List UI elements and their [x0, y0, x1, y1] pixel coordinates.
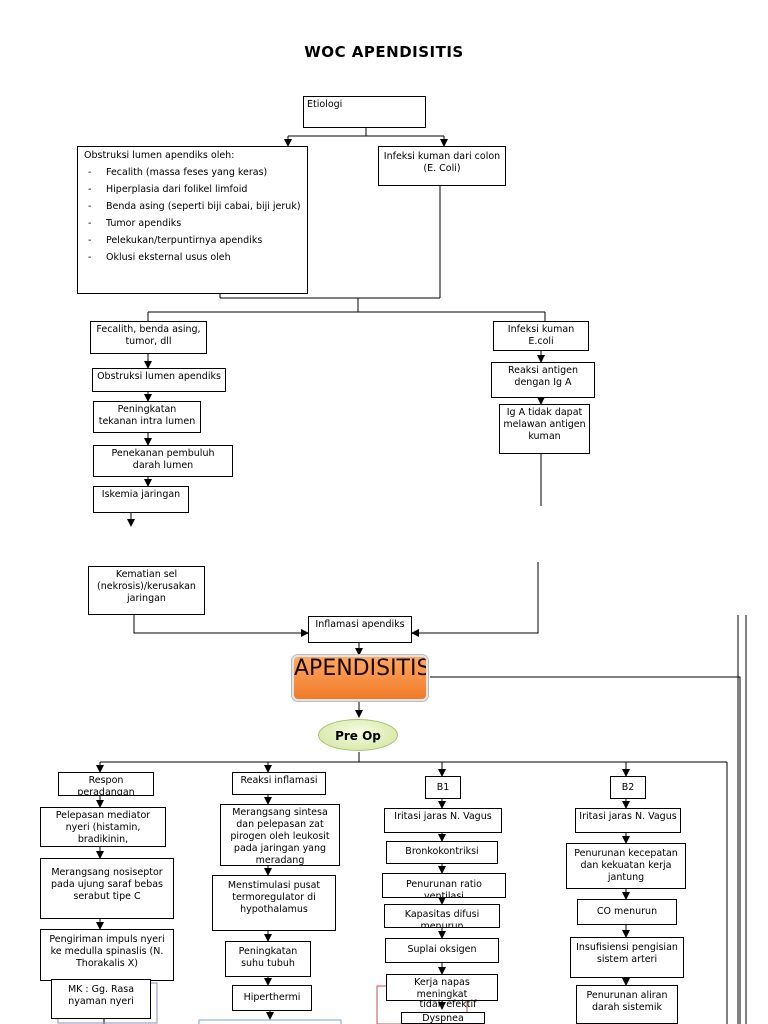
insufisiensi-box: Insufisiensi pengisian sistem arteri [570, 937, 684, 978]
reaksi-antigen-box: Reaksi antigen dengan Ig A [491, 362, 595, 398]
tekanan-intra-lumen-box: Peningkatan tekanan intra lumen [93, 401, 201, 433]
pengiriman-impuls-box: Pengiriman impuls nyeri ke medulla spina… [40, 929, 174, 981]
obstruksi-item: Hiperplasia dari folikel limfoid [88, 184, 301, 196]
obstruksi-lumen-box: Obstruksi lumen apendiks [92, 368, 226, 392]
mk-nyeri-box: MK : Gg. Rasa nyaman nyeri [51, 979, 151, 1019]
iskemia-box: Iskemia jaringan [93, 486, 189, 513]
obstruksi-heading: Obstruksi lumen apendiks oleh: [84, 150, 235, 161]
kematian-sel-box: Kematian sel (nekrosis)/kerusakan jaring… [88, 566, 205, 615]
obstruksi-item: Benda asing (seperti biji cabai, biji je… [88, 201, 301, 213]
obstruksi-item: Fecalith (massa feses yang keras) [88, 167, 301, 179]
respon-peradangan-box: Respon peradangan [58, 772, 154, 796]
tidak-efektif-label: tidak efektif [419, 999, 477, 1010]
reaksi-inflamasi-box: Reaksi inflamasi [232, 772, 326, 795]
peningkatan-suhu-box: Peningkatan suhu tubuh [225, 941, 311, 977]
b2-iritasi-vagus-box: Iritasi jaras N. Vagus [575, 808, 681, 833]
obstruksi-box: Obstruksi lumen apendiks oleh: Fecalith … [77, 146, 308, 294]
kerja-napas-box: Kerja napas meningkat [386, 974, 498, 1001]
etiologi-box: Etiologi [303, 96, 426, 128]
infeksi-kuman-colon-box: Infeksi kuman dari colon (E. Coli) [378, 146, 506, 186]
b2-box: B2 [610, 776, 646, 799]
pre-op-node: Pre Op [318, 719, 398, 751]
apendisitis-box: APENDISITIS [292, 655, 428, 701]
b1-box: B1 [425, 776, 461, 799]
page-title: WOC APENDISITIS [304, 43, 464, 61]
obstruksi-item: Oklusi eksternal usus oleh [88, 252, 301, 264]
iga-box: Ig A tidak dapat melawan antigen kuman [499, 404, 590, 454]
infeksi-ecoli-box: Infeksi kuman E.coli [493, 321, 589, 351]
termoregulator-box: Menstimulasi pusat termoregulator di hyp… [212, 875, 336, 931]
aliran-darah-box: Penurunan aliran darah sistemik [576, 985, 678, 1024]
penekanan-pembuluh-box: Penekanan pembuluh darah lumen [93, 445, 233, 477]
obstruksi-list: Fecalith (massa feses yang keras) Hiperp… [84, 167, 301, 264]
obstruksi-item: Pelekukan/terpuntirnya apendiks [88, 235, 301, 247]
sintesa-pirogen-box: Merangsang sintesa dan pelepasan zat pir… [220, 804, 340, 866]
hiperthermi-box: Hiperthermi [232, 985, 312, 1011]
penurunan-kecepatan-box: Penurunan kecepatan dan kekuatan kerja j… [566, 843, 686, 889]
pelepasan-mediator-box: Pelepasan mediator nyeri (histamin, brad… [40, 807, 166, 847]
dyspnea-box: Dyspnea [401, 1012, 485, 1024]
kapasitas-difusi-box: Kapasitas difusi menurun [384, 904, 500, 928]
co-menurun-box: CO menurun [577, 899, 677, 925]
fecalith-box: Fecalith, benda asing, tumor, dll [90, 321, 207, 354]
ratio-ventilasi-box: Penurunan ratio ventilasi [382, 873, 506, 898]
b1-iritasi-vagus-box: Iritasi jaras N. Vagus [384, 808, 502, 833]
bronkokontriksi-box: Bronkokontriksi [386, 841, 498, 864]
suplai-oksigen-box: Suplai oksigen [385, 938, 499, 963]
obstruksi-item: Tumor apendiks [88, 218, 301, 230]
inflamasi-box: Inflamasi apendiks [308, 616, 412, 643]
merangsang-nosiseptor-box: Merangsang nosiseptor pada ujung saraf b… [40, 858, 174, 919]
